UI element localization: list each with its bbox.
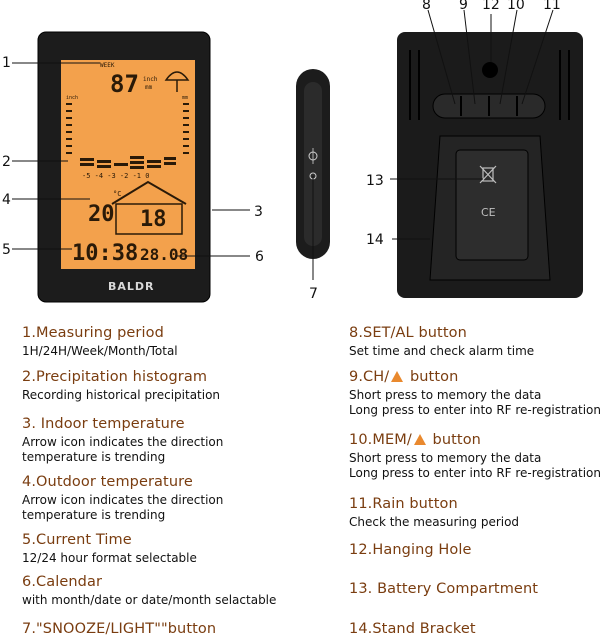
legend-item-desc: Check the measuring period [349,515,520,529]
legend-item-title: 1.Measuring period [22,325,164,341]
callout-6: 6 [255,249,264,265]
legend-item-13: 13. Battery Compartment [349,581,538,597]
lcd-outdoor-value: 20 [88,202,115,227]
callout-11: 11 [543,0,561,13]
legend-item-1: 1.Measuring period 1H/24H/Week/Month/Tot… [22,325,178,359]
callout-13: 13 [366,173,384,189]
lcd-time-value: 10:38 [72,241,138,266]
legend-item-title: 4.Outdoor temperature [22,474,193,490]
legend-item-title: 2.Precipitation histogram [22,369,208,385]
callout-5: 5 [2,242,11,258]
legend-item-title-prefix: 9.CH/ [349,369,390,385]
legend-item-desc: Long press to enter into RF re-registrat… [349,466,600,480]
legend-item-title: 8.SET/AL button [349,325,467,341]
legend-item-title: 6.Calendar [22,574,103,590]
legend-item-title: 11.Rain button [349,496,458,512]
house-icon [111,180,187,205]
legend-item-title: 3. Indoor temperature [22,416,185,432]
legend-item-6: 6.Calendar with month/date or date/month… [22,574,276,608]
lcd-calendar-value: 28.08 [140,245,188,264]
warning-triangle-icon [413,434,426,445]
legend-item-2: 2.Precipitation histogram Recording hist… [22,369,220,403]
histogram-bars [80,156,176,169]
legend-item-title: 14.Stand Bracket [349,621,476,637]
callout-1: 1 [2,55,11,71]
product-diagram: WEEK 87 inch mm inch mm -5 -4 -3 [2,0,583,303]
legend-item-5: 5.Current Time 12/24 hour format selecta… [22,532,197,566]
hanging-hole [482,62,498,78]
callout-4: 4 [2,192,11,208]
lcd-hist-axis: -5 -4 -3 -2 -1 0 [82,172,149,180]
legend-item-4: 4.Outdoor temperature Arrow icon indicat… [22,474,223,523]
legend-item-7: 7."SNOOZE/LIGHT""button [22,621,216,637]
legend-item-title-suffix: button [427,432,481,448]
histogram-left-scale [66,103,72,154]
legend-item-11: 11.Rain button Check the measuring perio… [349,496,519,530]
legend-item-14: 14.Stand Bracket [349,621,476,637]
legend-item-desc: Recording historical precipitation [22,388,221,402]
legend-item-12: 12.Hanging Hole [349,542,472,558]
stand-bracket [455,149,529,261]
callout-2: 2 [2,154,11,170]
feature-legend: 1.Measuring period 1H/24H/Week/Month/Tot… [0,320,600,641]
lcd-period-label: WEEK [100,62,115,69]
legend-item-title: 12.Hanging Hole [349,542,472,558]
lcd-indoor-value: 18 [140,207,167,232]
legend-item-title: 5.Current Time [22,532,132,548]
side-device [296,69,330,259]
legend-item-desc: Short press to memory the data [349,388,542,402]
front-device: WEEK 87 inch mm inch mm -5 -4 -3 [37,31,211,303]
back-device: CE [397,32,583,298]
legend-item-desc: Long press to enter into RF re-registrat… [349,403,600,417]
legend-item-desc: Set time and check alarm time [349,344,535,358]
histogram-right-scale [183,103,189,154]
callout-14: 14 [366,232,384,248]
umbrella-icon [164,71,190,92]
brand-logo: BALDR [108,280,155,293]
lcd-hist-right-unit: mm [182,95,188,101]
lcd-rain-unit-top: inch [143,76,158,83]
legend-item-desc: temperature is trending [22,450,166,464]
callout-9: 9 [459,0,468,13]
legend-item-desc: with month/date or date/month selactable [22,593,277,607]
callout-7: 7 [309,286,318,302]
legend-item-8: 8.SET/AL button Set time and check alarm… [349,325,534,359]
ce-mark: CE [481,206,496,219]
lcd-hist-left-unit: inch [66,95,78,101]
legend-item-3: 3. Indoor temperature Arrow icon indicat… [22,416,223,465]
leader-lines [12,9,554,280]
legend-item-desc: 12/24 hour format selectable [22,551,197,565]
vent-slots [409,50,570,120]
lcd-indoor-unit: °C [113,190,121,198]
callout-12: 12 [482,0,500,13]
lcd-rain-value: 87 [110,70,139,98]
legend-item-title-suffix: button [405,369,459,385]
callout-8: 8 [422,0,431,13]
legend-item-desc: Arrow icon indicates the direction [22,493,224,507]
legend-item-title: 13. Battery Compartment [349,581,539,597]
warning-triangle-icon [391,371,404,382]
legend-item-desc: Short press to memory the data [349,451,542,465]
legend-item-desc: Arrow icon indicates the direction [22,435,224,449]
lcd-rain-unit-bottom: mm [145,84,153,91]
legend-item-title: 7."SNOOZE/LIGHT""button [22,621,217,637]
legend-item-desc: temperature is trending [22,508,166,522]
legend-item-9: 9.CH/ button Short press to memory the d… [349,369,600,418]
legend-item-desc: 1H/24H/Week/Month/Total [22,344,178,358]
callout-3: 3 [254,204,263,220]
callout-10: 10 [507,0,525,13]
battery-disposal-icon [479,165,497,184]
legend-item-10: 10.MEM/ button Short press to memory the… [349,432,600,481]
legend-item-title-prefix: 10.MEM/ [349,432,412,448]
